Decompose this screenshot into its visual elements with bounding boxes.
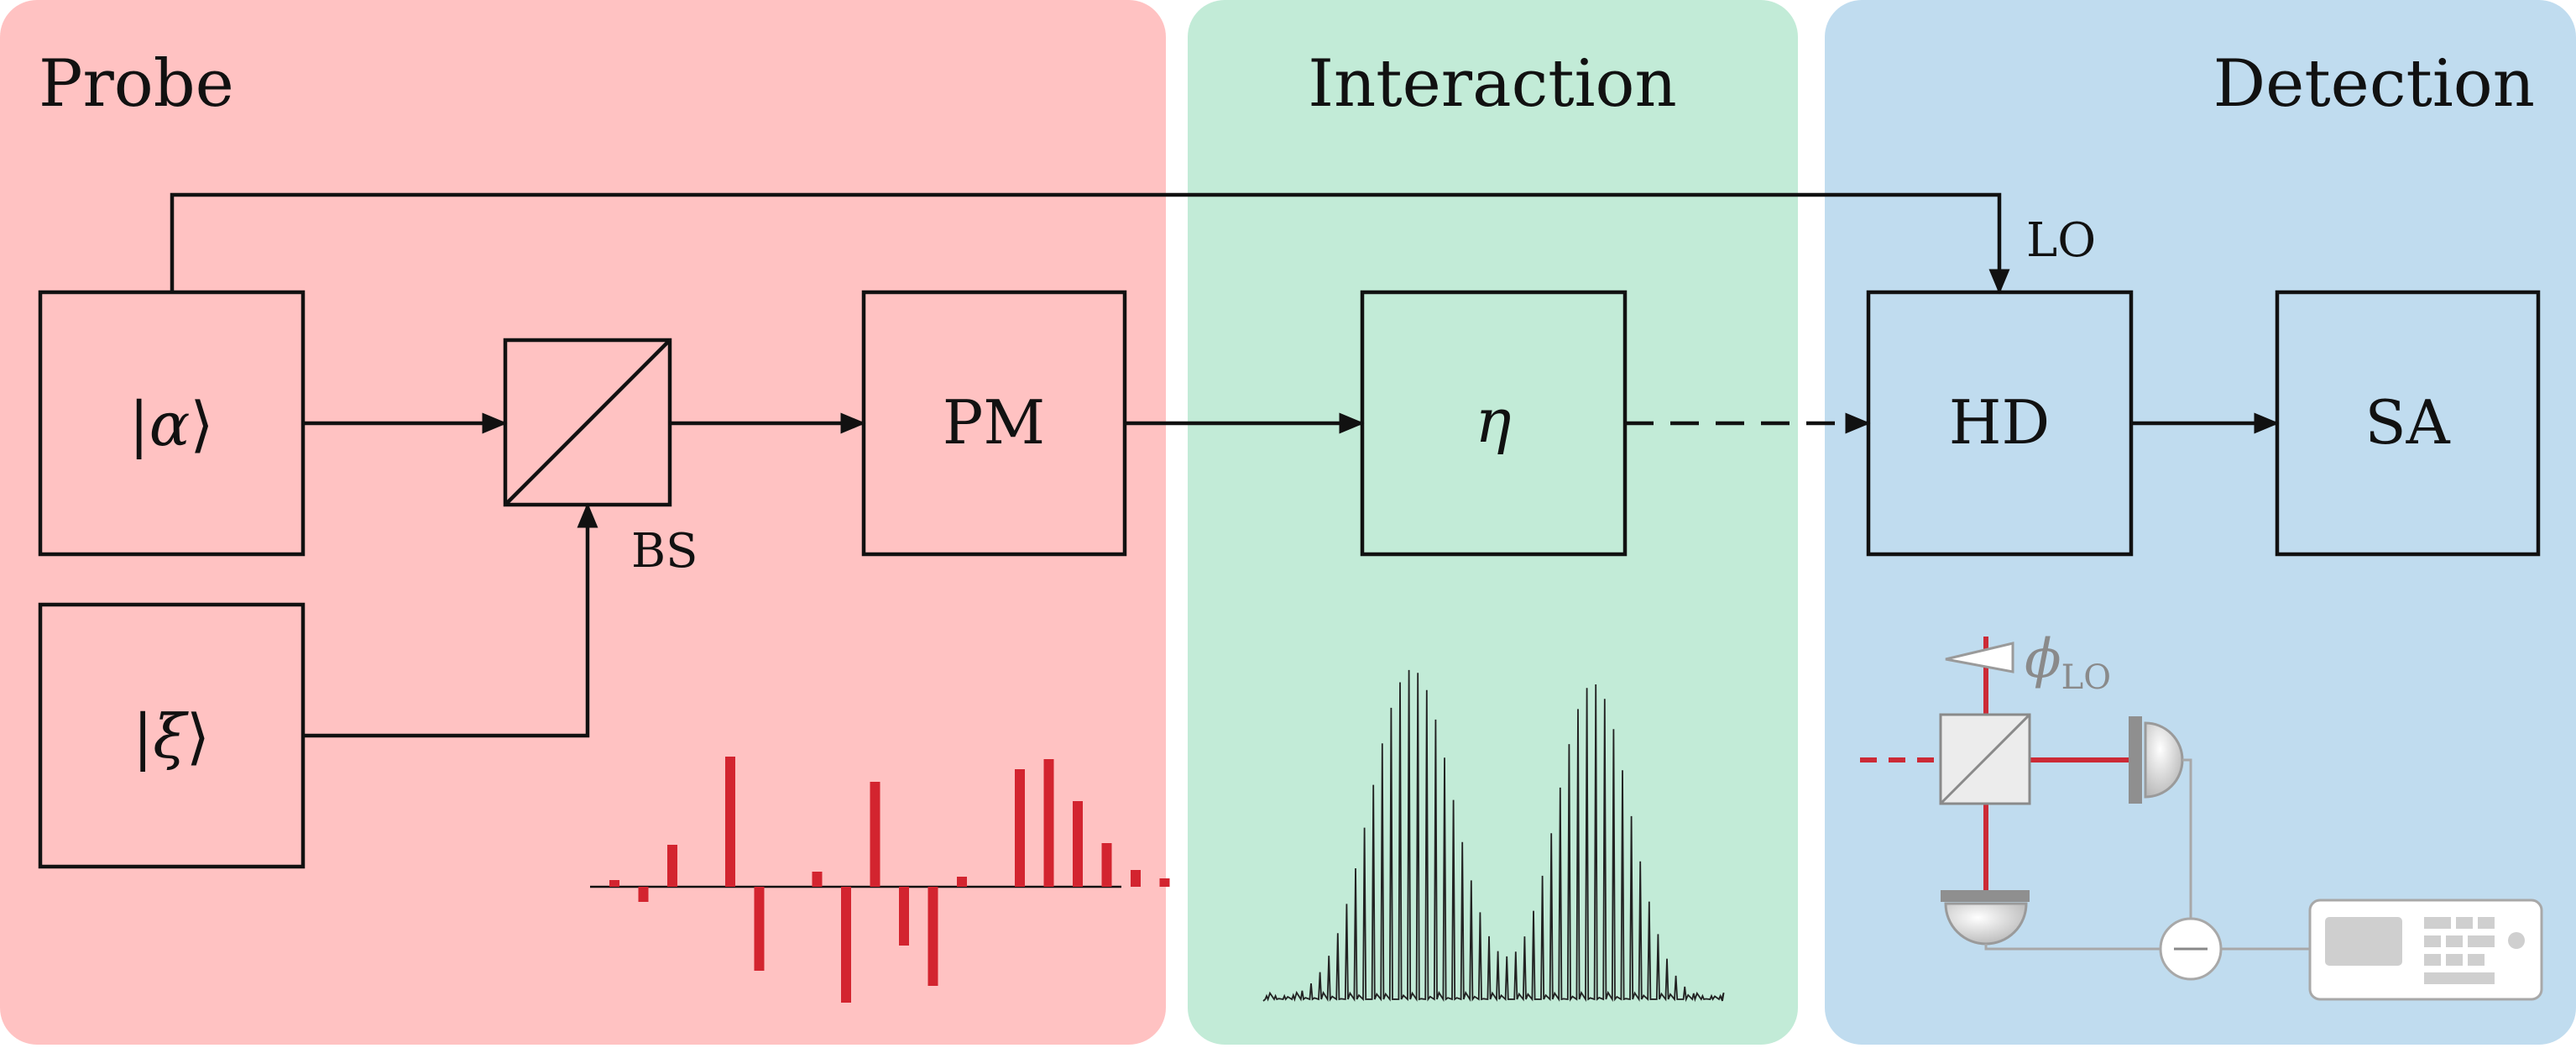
- analyzer-screen: [2325, 917, 2402, 966]
- histogram-bar: [725, 757, 735, 887]
- local-oscillator-path: [170, 192, 2010, 295]
- histogram-bar: [1015, 769, 1025, 887]
- photodetector-right-plate: [2129, 716, 2142, 804]
- histogram-bar: [812, 872, 823, 887]
- histogram-bar: [927, 887, 938, 986]
- spectrum-analyzer-label: SA: [2364, 387, 2450, 458]
- detection-inset-homodyne-setup: ϕLO: [1860, 628, 2543, 1001]
- analyzer-keypad: [2424, 917, 2495, 984]
- arrow-squeezed-to-bs: [303, 502, 598, 738]
- photodetector-bottom-plate: [1941, 890, 2030, 902]
- histogram-bar: [609, 880, 619, 887]
- analyzer-knob: [2508, 932, 2525, 949]
- interaction-section-background: [1188, 0, 1798, 1045]
- detection-section: Detection: [1825, 0, 2576, 1045]
- phase-shifter-wedge: [1945, 642, 2014, 673]
- spectrum-trace: [1262, 669, 1725, 1003]
- histogram-bar: [899, 887, 909, 946]
- photodetector-right: [2144, 721, 2184, 799]
- probe-inset-histogram: [590, 757, 1170, 1003]
- histogram-bar: [1073, 801, 1083, 887]
- interaction-section: Interaction: [1188, 0, 1798, 1045]
- beam-splitter-label: BS: [631, 524, 698, 579]
- histogram-bar: [754, 887, 765, 971]
- histogram-bar: [841, 887, 851, 1003]
- coherent-state-label: |α⟩: [129, 389, 214, 459]
- detector-cable-bottom: [1984, 944, 2164, 951]
- signal-wires: LO: [170, 192, 2280, 738]
- squeezed-state-label: |ξ⟩: [133, 701, 210, 772]
- local-oscillator-label: LO: [2026, 213, 2096, 268]
- interaction-section-title: Interaction: [1308, 46, 1677, 122]
- detection-section-background: [1825, 0, 2576, 1045]
- histogram-bar: [870, 782, 880, 887]
- histogram-bar: [667, 845, 677, 887]
- homodyne-label: HD: [1949, 387, 2051, 458]
- detection-section-title: Detection: [2213, 46, 2535, 122]
- histogram-bar: [1043, 759, 1054, 887]
- histogram-bar: [638, 887, 649, 902]
- lo-phase-label: ϕLO: [2025, 628, 2111, 697]
- histogram-bar: [1131, 870, 1141, 887]
- histogram-bar: [1159, 878, 1170, 887]
- interaction-inset-spectrum: [1262, 669, 1725, 1003]
- probe-section-background: [0, 0, 1166, 1045]
- histogram-bar: [957, 877, 967, 887]
- probe-section: Probe: [0, 0, 1166, 1045]
- phase-modulator-label: PM: [943, 387, 1045, 458]
- photodetector-bottom: [1944, 902, 2028, 946]
- loss-label: η: [1475, 385, 1511, 456]
- probe-section-title: Probe: [39, 46, 234, 122]
- histogram-bars: [609, 757, 1170, 1003]
- squeezed-state-block: |ξ⟩: [38, 602, 306, 869]
- beam-splitter-diagonal: [504, 338, 671, 506]
- histogram-bar: [1101, 843, 1112, 887]
- bs-cube-diagonal: [1939, 713, 2031, 805]
